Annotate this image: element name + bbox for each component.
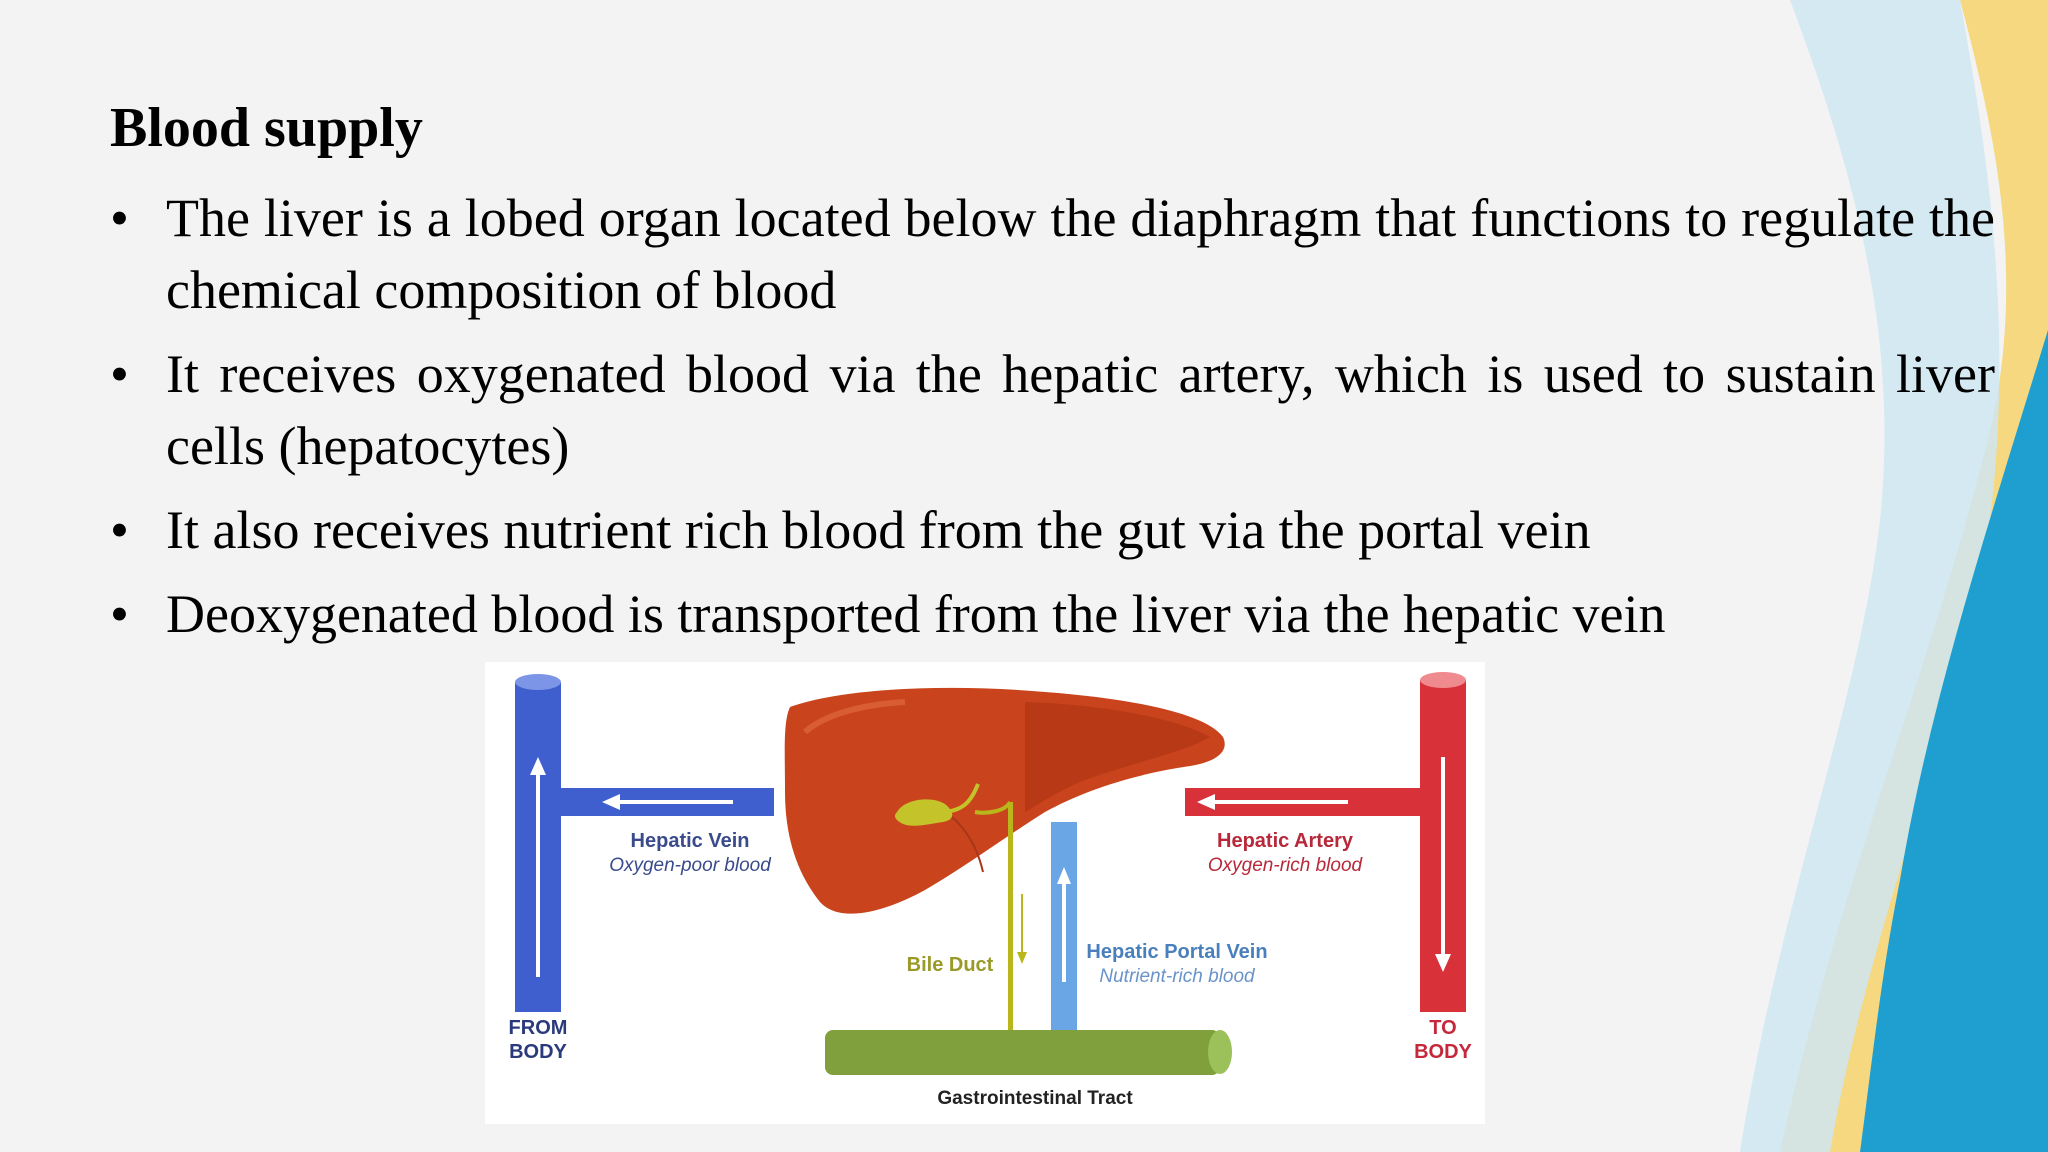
hepatic-artery-label: Hepatic Artery xyxy=(1217,830,1354,852)
portal-vein-desc: Nutrient-rich blood xyxy=(1099,966,1256,987)
background-teal-wave xyxy=(1860,330,2048,1152)
bullet-item: • The liver is a lobed organ located bel… xyxy=(110,182,1995,326)
down-arrow-icon xyxy=(1017,952,1027,964)
bullet-dot: • xyxy=(110,188,129,248)
hepatic-vein-label: Hepatic Vein xyxy=(631,830,750,852)
to-body-label-line1: TO xyxy=(1429,1017,1456,1039)
bullet-item: • It receives oxygenated blood via the h… xyxy=(110,338,1995,482)
gi-tract xyxy=(825,1030,1232,1075)
from-body-label-line1: FROM xyxy=(509,1017,568,1039)
bullet-text: The liver is a lobed organ located below… xyxy=(166,188,1995,320)
left-arrow-icon xyxy=(1197,794,1215,810)
slide-title: Blood supply xyxy=(110,97,423,159)
up-arrow-icon xyxy=(1057,867,1071,884)
background-light-blue-wave xyxy=(1740,0,2000,1152)
hepatic-vein-vessel xyxy=(515,674,774,1012)
bullet-dot: • xyxy=(110,344,129,404)
to-body-label-line2: BODY xyxy=(1414,1041,1472,1063)
from-body-label-line2: BODY xyxy=(509,1041,567,1063)
bile-duct-label: Bile Duct xyxy=(907,954,994,976)
bullet-dot: • xyxy=(110,500,129,560)
down-arrow-icon xyxy=(1435,954,1451,972)
up-arrow-icon xyxy=(530,757,546,775)
portal-vein-label: Hepatic Portal Vein xyxy=(1086,941,1267,963)
bullet-list: • The liver is a lobed organ located bel… xyxy=(110,182,1995,662)
hepatic-vein-desc: Oxygen-poor blood xyxy=(609,855,772,876)
bile-duct xyxy=(895,783,1027,1038)
gi-tract-label: Gastrointestinal Tract xyxy=(937,1088,1133,1109)
bullet-text: It also receives nutrient rich blood fro… xyxy=(166,500,1591,560)
hepatic-artery-vessel xyxy=(1185,672,1466,1012)
liver-blood-supply-diagram: Hepatic Vein Oxygen-poor blood Hepatic A… xyxy=(485,662,1485,1124)
bullet-item: • It also receives nutrient rich blood f… xyxy=(110,494,1995,566)
bullet-text: It receives oxygenated blood via the hep… xyxy=(166,344,1995,476)
bullet-dot: • xyxy=(110,584,129,644)
bullet-text: Deoxygenated blood is transported from t… xyxy=(166,584,1666,644)
bullet-item: • Deoxygenated blood is transported from… xyxy=(110,578,1995,650)
left-arrow-icon xyxy=(602,794,620,810)
portal-vein-vessel xyxy=(1051,822,1077,1038)
liver-illustration xyxy=(784,687,1225,914)
hepatic-artery-desc: Oxygen-rich blood xyxy=(1208,855,1364,876)
